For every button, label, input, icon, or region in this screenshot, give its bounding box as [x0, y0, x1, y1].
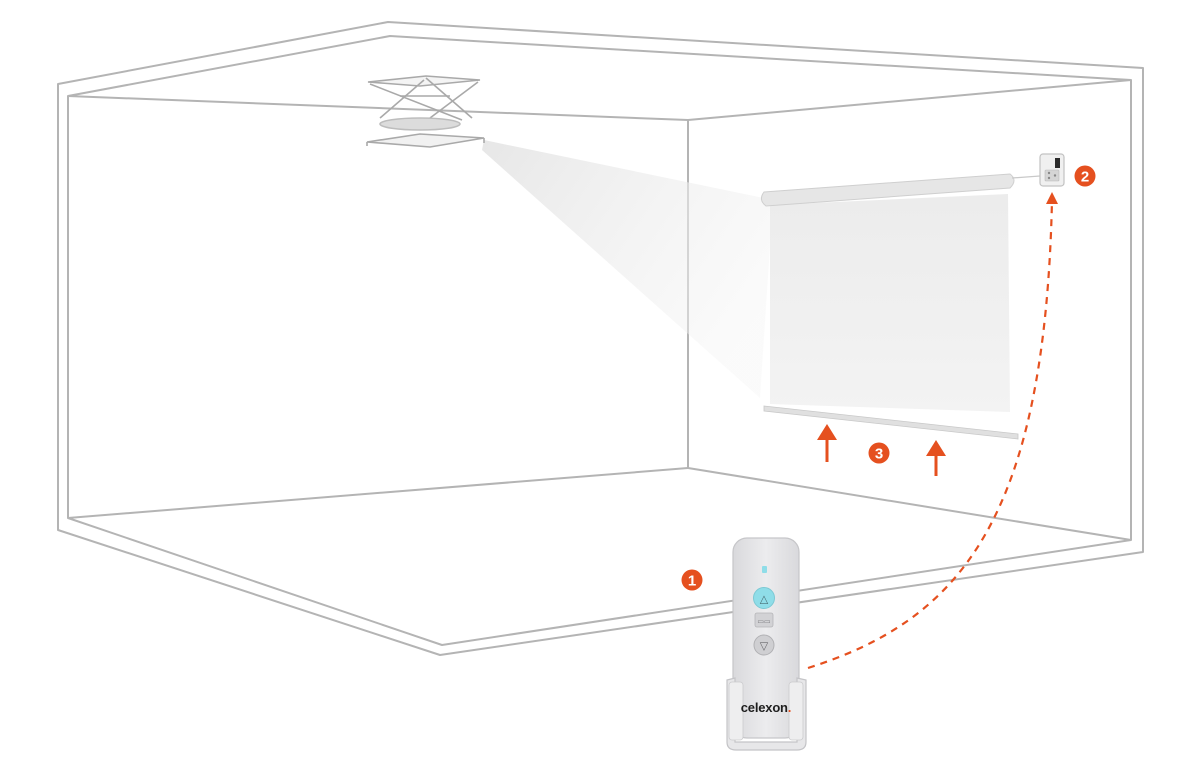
room-outer-edge [57, 21, 1144, 656]
marker-label-1: 1 [688, 573, 696, 590]
marker-badge-3: 3 [868, 442, 890, 464]
down-arrow-icon: ▽ [760, 640, 769, 653]
remote-stop-button[interactable]: ▭▭ [754, 612, 774, 628]
room-outline [57, 21, 1144, 656]
remote-down-button[interactable]: ▽ [753, 634, 775, 656]
projection-beam [482, 140, 773, 398]
arrow-up-icon [926, 440, 946, 476]
floor-right-edge [687, 467, 1132, 541]
remote-up-button[interactable]: △ [753, 587, 775, 609]
projector-lift [366, 75, 485, 148]
marker-label-3: 3 [875, 446, 883, 463]
marker-badge-1: 1 [681, 569, 703, 591]
motorized-screen [760, 173, 1041, 440]
stop-icon: ▭▭ [757, 618, 770, 626]
remote-control: △ ▭▭ ▽ celexon. [726, 537, 807, 751]
marker-badge-2: 2 [1074, 165, 1096, 187]
screen-casing [760, 173, 1015, 207]
arrow-up-icon [817, 424, 837, 462]
floor-left-edge [67, 467, 689, 519]
status-led [762, 566, 767, 573]
screen-bottom-bar [763, 405, 1019, 440]
marker-label-2: 2 [1081, 169, 1089, 186]
receiver-cable [1011, 175, 1041, 179]
screen-fabric [770, 194, 1010, 412]
signal-arrowhead [1046, 192, 1058, 204]
ceiling-left-edge [67, 95, 689, 121]
receiver-unit [1039, 153, 1065, 187]
brand-logo: celexon. [741, 700, 791, 715]
signal-path [807, 199, 1054, 670]
up-arrow-icon: △ [760, 593, 769, 606]
ceiling-right-edge [687, 79, 1132, 121]
